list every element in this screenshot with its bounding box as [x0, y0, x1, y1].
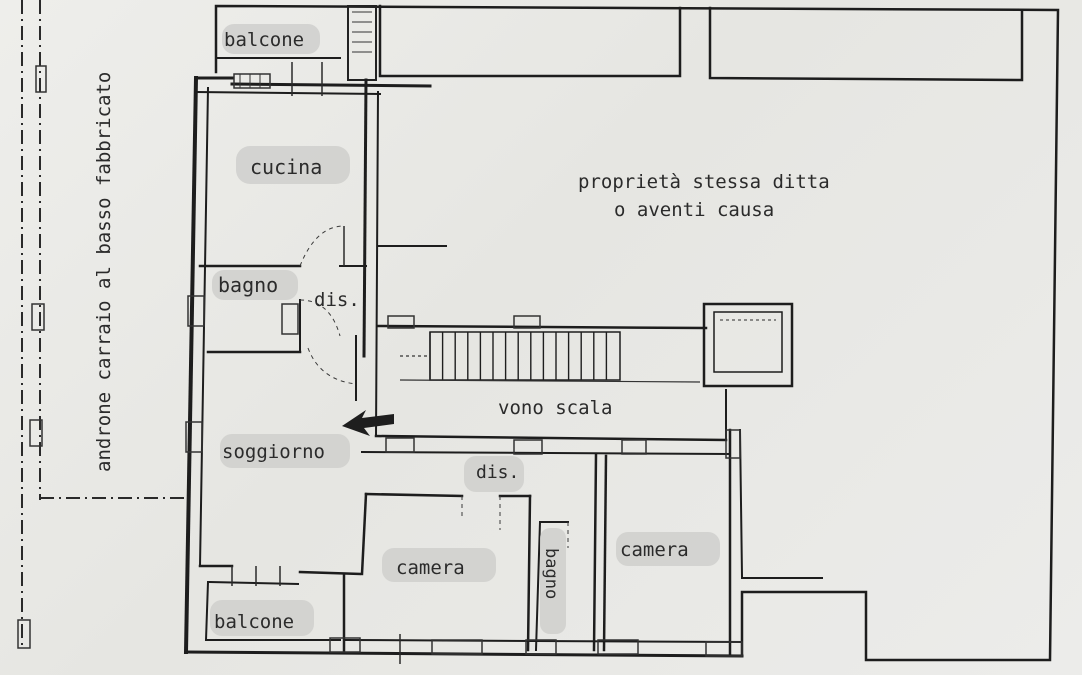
label-highlights: [210, 24, 720, 636]
windows: [185, 62, 743, 664]
left-boundary: [17, 0, 188, 650]
label-dis-lower: dis.: [476, 462, 519, 483]
label-bagno-left: bagno: [218, 273, 278, 297]
label-cucina: cucina: [250, 155, 322, 179]
room-labels: balcone cucina bagno dis. soggiorno vono…: [93, 29, 830, 633]
stair-base-line: [399, 379, 701, 383]
label-camera-right: camera: [620, 539, 689, 561]
label-proprieta-line1: proprietà stessa ditta: [578, 171, 830, 193]
label-dis-upper: dis.: [314, 289, 360, 311]
door-swings: [299, 225, 569, 548]
label-balcone-top: balcone: [224, 29, 304, 51]
stair-flight: [429, 331, 621, 381]
label-soggiorno: soggiorno: [222, 441, 325, 463]
label-proprieta-line2: o aventi causa: [614, 199, 774, 221]
staircase: [399, 331, 701, 383]
label-balcone-bottom: balcone: [214, 611, 294, 633]
label-androne: androne carraio al basso fabbricato: [93, 72, 115, 472]
label-bagno-vertical: bagno: [541, 548, 561, 599]
label-camera-center: camera: [396, 557, 465, 579]
entrance-arrow-icon: [342, 410, 394, 436]
label-vono-scala: vono scala: [498, 397, 612, 419]
top-right-boxes: [347, 4, 1024, 82]
